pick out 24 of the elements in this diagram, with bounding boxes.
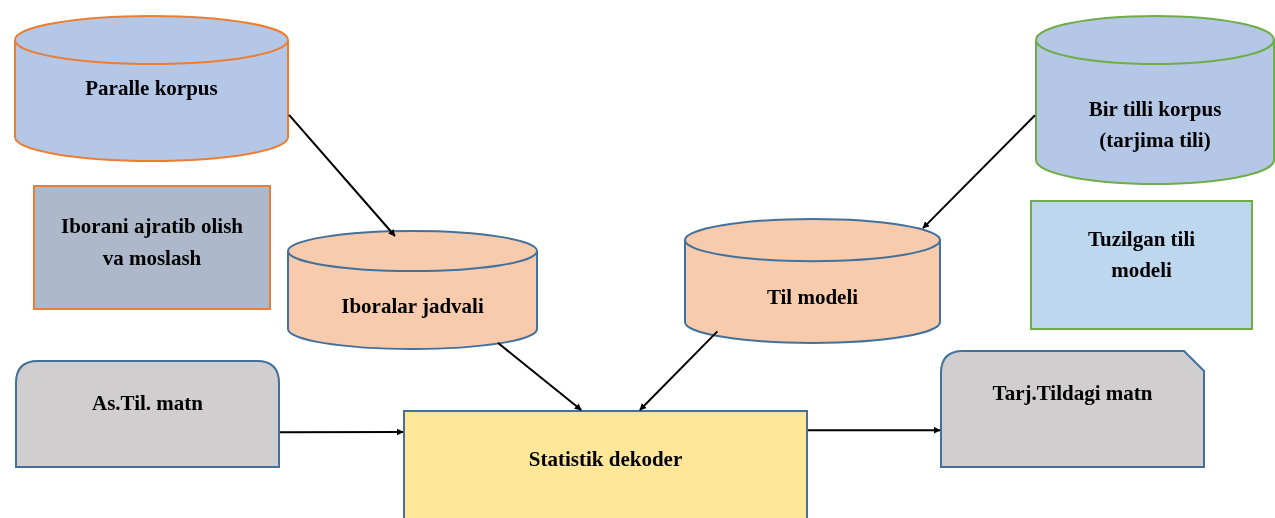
node-label: Paralle korpus: [85, 74, 218, 102]
process-box: [1030, 200, 1253, 330]
node-label: Tuzilgan tili modeli: [1086, 225, 1197, 284]
arrow: [922, 114, 1036, 230]
arrow: [807, 426, 941, 434]
node-label: Bir tilli korpus (tarjima tili): [1087, 95, 1223, 154]
database-cylinder: [1035, 15, 1275, 185]
node-label: Iborani ajratib olish va moslash: [60, 213, 244, 272]
arrow: [638, 330, 719, 411]
node-label: Tarj.Tildagi matn: [992, 380, 1153, 408]
document-box: [940, 350, 1205, 468]
database-cylinder: [287, 230, 538, 350]
arrow: [288, 113, 396, 237]
node-label: As.Til. matn: [91, 390, 204, 418]
arrow: [496, 341, 583, 411]
node-label: Statistik dekoder: [528, 446, 683, 474]
database-cylinder: [14, 15, 289, 162]
node-label: Til modeli: [766, 284, 859, 312]
process-box: [33, 185, 271, 310]
database-cylinder: [684, 218, 941, 344]
process-box: [403, 410, 808, 518]
arrow: [279, 428, 404, 436]
node-label: Iboralar jadvali: [341, 293, 484, 321]
document-box: [15, 360, 280, 468]
